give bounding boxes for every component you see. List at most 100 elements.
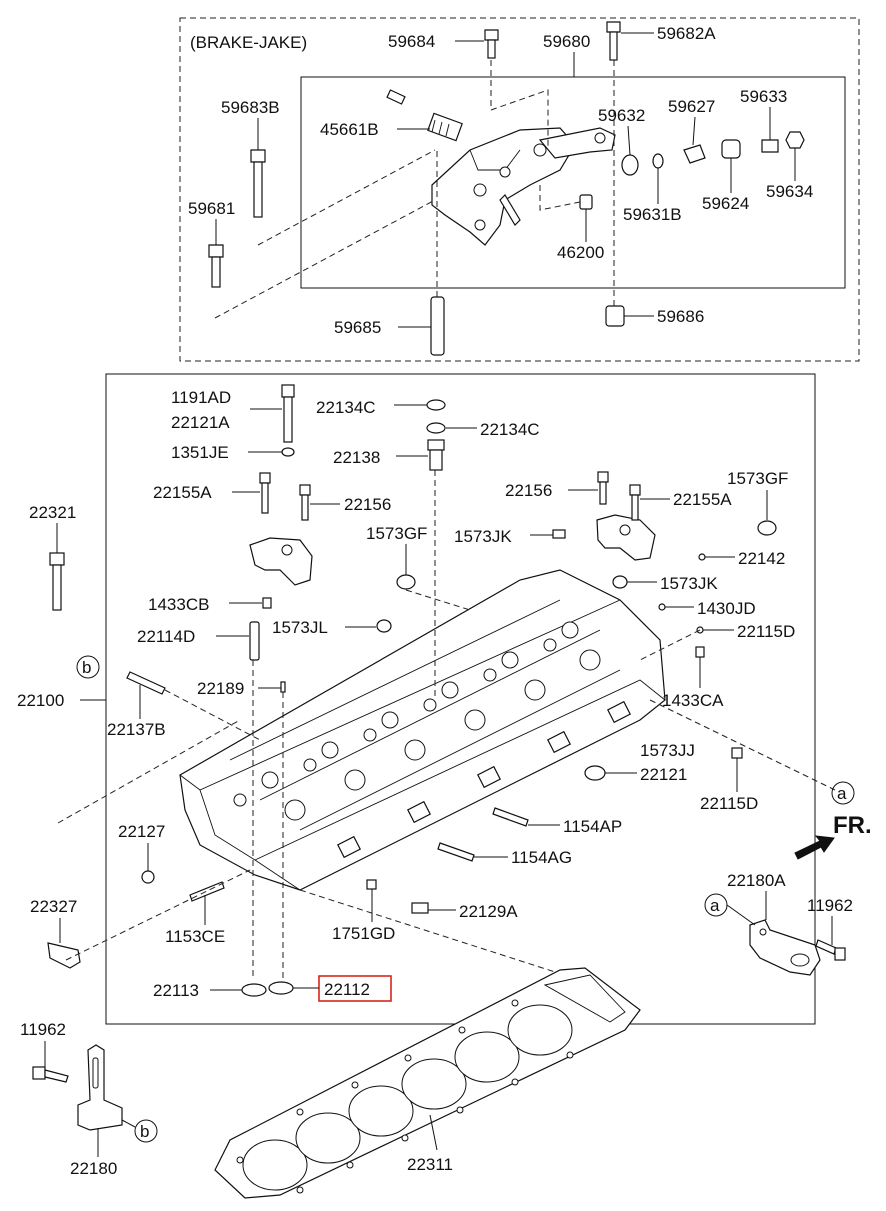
label-22142: 22142 [738, 549, 785, 568]
callout-a-head-label: a [837, 784, 847, 803]
label-22156-left: 22156 [344, 495, 391, 514]
pin-22142 [698, 553, 706, 561]
label-59624: 59624 [702, 194, 749, 213]
label-59681: 59681 [188, 199, 235, 218]
screw-top-left [386, 89, 406, 105]
label-59680: 59680 [543, 32, 590, 51]
stud-22137B [126, 671, 166, 695]
screw-46200 [579, 194, 593, 210]
brake-jake-housing [431, 127, 616, 246]
plug-1573JK-a [552, 529, 566, 539]
washer-59631B [652, 153, 664, 169]
label-1573JK-a: 1573JK [454, 527, 512, 546]
bolt-11962-right [815, 939, 846, 961]
label-1154AP: 1154AP [563, 817, 622, 836]
spring-59633 [761, 139, 779, 153]
label-22156-right: 22156 [505, 481, 552, 500]
label-22100: 22100 [17, 691, 64, 710]
label-1153CE: 1153CE [165, 927, 225, 946]
plug-22327 [47, 942, 81, 969]
label-59686: 59686 [657, 307, 704, 326]
label-1433CB: 1433CB [148, 595, 209, 614]
side-ports [336, 700, 632, 859]
label-22180A: 22180A [727, 871, 786, 890]
label-22180: 22180 [70, 1159, 117, 1178]
seal-22112 [268, 981, 294, 995]
label-1573JJ: 1573JJ [640, 741, 695, 760]
plug-1573JK-b [612, 575, 628, 589]
injector-22138 [427, 439, 445, 471]
label-22137B: 22137B [107, 720, 166, 739]
cam-journals [233, 621, 601, 821]
pin-1430JD [658, 603, 666, 611]
plug-1573JJ [731, 747, 743, 759]
bolt-59682A [606, 21, 621, 61]
label-22321: 22321 [29, 503, 76, 522]
label-22155A-right: 22155A [673, 490, 732, 509]
callout-a-bracket-label: a [710, 896, 720, 915]
label-22134C-b: 22134C [480, 420, 540, 439]
label-22112[interactable]: 22112 [324, 980, 370, 999]
label-1351JE: 1351JE [171, 443, 229, 462]
bushing-59686 [605, 305, 625, 327]
bolt-22129A [411, 902, 429, 914]
label-22327: 22327 [30, 897, 77, 916]
label-22121A: 22121A [171, 413, 230, 432]
label-22115D-b: 22115D [700, 794, 758, 813]
label-1573GF-right: 1573GF [727, 469, 788, 488]
bolt-59681 [208, 244, 224, 288]
dowel-1433CB [262, 597, 272, 609]
label-22115D-a: 22115D [737, 622, 795, 641]
bolt-22321 [49, 552, 65, 611]
label-59634: 59634 [766, 182, 813, 201]
callout-b-head [76, 655, 100, 679]
cap-59624 [721, 139, 741, 159]
label-59632: 59632 [598, 106, 645, 125]
bolt-22156-right [597, 471, 609, 505]
label-22121: 22121 [640, 765, 687, 784]
label-59684: 59684 [388, 32, 435, 51]
stud-1154AG [437, 842, 475, 862]
stud-1154AP [492, 807, 529, 827]
front-label: FR. [833, 812, 872, 839]
callout-b-bracket [134, 1119, 158, 1143]
callout-b-head-label: b [82, 658, 91, 677]
label-1751GD: 1751GD [332, 924, 395, 943]
label-1433CA: 1433CA [662, 691, 724, 710]
solenoid-part [427, 112, 463, 142]
label-22113: 22113 [153, 981, 199, 1000]
label-59631B: 59631B [623, 205, 682, 224]
label-22189: 22189 [197, 679, 244, 698]
bolt-22155A-left [259, 472, 271, 514]
label-59685: 59685 [334, 318, 381, 337]
label-11962-right: 11962 [807, 896, 853, 915]
plug-1573GF-right [757, 520, 777, 536]
label-22114D: 22114D [137, 627, 195, 646]
label-1191AD: 1191AD [171, 388, 231, 407]
sleeve-59685 [430, 296, 445, 356]
label-1573JK-b: 1573JK [660, 574, 718, 593]
stud-1153CE [189, 881, 225, 902]
seal-22113 [241, 983, 267, 997]
label-59683B: 59683B [221, 98, 280, 117]
bolt-11962-left [32, 1066, 69, 1083]
label-22155A-left: 22155A [153, 483, 212, 502]
label-59633: 59633 [740, 87, 787, 106]
group-title: (BRAKE-JAKE) [190, 33, 307, 52]
callout-a-head [831, 781, 855, 805]
label-46200: 46200 [557, 243, 604, 262]
front-arrow-icon [794, 835, 835, 860]
plug-1573JL [376, 619, 392, 633]
bolt-22156-left [299, 484, 311, 521]
brake-jake-group-box [179, 17, 860, 362]
washer-1351JE [281, 447, 295, 457]
bridge-left [249, 537, 313, 586]
label-45661B: 45661B [320, 120, 379, 139]
brake-jake-inner-box [300, 76, 846, 289]
bolt-1191AD [281, 384, 295, 443]
bridge-right [596, 514, 656, 561]
label-11962-left: 11962 [20, 1020, 66, 1039]
plug-22121 [584, 765, 606, 781]
